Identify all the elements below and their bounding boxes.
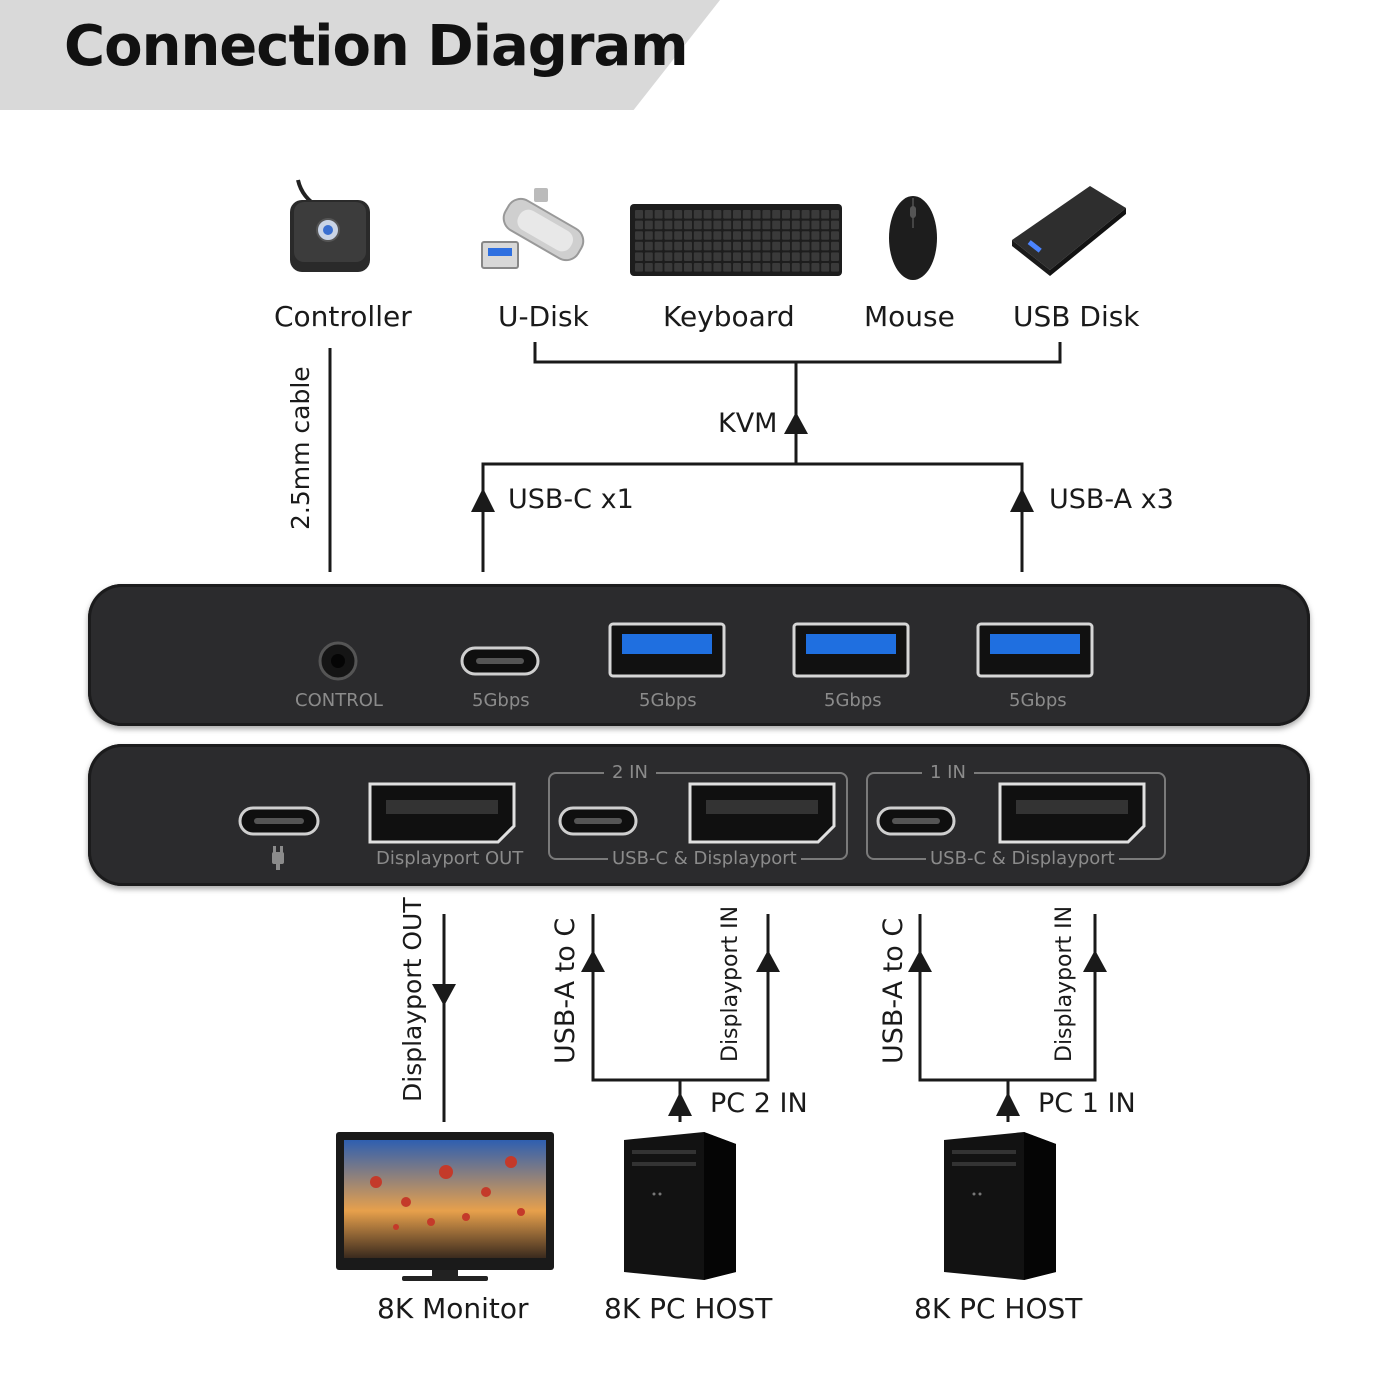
usb-a1-speed-label: 5Gbps	[639, 690, 697, 711]
pc2-usb-arrow-icon	[581, 950, 605, 972]
pc1-group-caption: USB-C & Displayport	[926, 848, 1119, 869]
usb-disk-icon	[1012, 186, 1126, 276]
pc1-group-title: 1 IN	[922, 762, 974, 783]
usb-a-port-icon-3	[976, 622, 1094, 678]
pc2-tower-icon	[624, 1132, 736, 1280]
pc2-usb-cable-label: USB-A to C	[550, 917, 581, 1064]
pc1-tower-icon	[944, 1132, 1056, 1280]
mouse-label: Mouse	[864, 300, 955, 333]
pc1-in-label: PC 1 IN	[1038, 1088, 1136, 1119]
control-port-label: CONTROL	[295, 690, 383, 711]
usb-disk-label: USB Disk	[1013, 300, 1140, 333]
pc1-arrow-icon	[996, 1092, 1020, 1116]
dp-out-port-label: Displayport OUT	[376, 848, 524, 869]
pc2-dp-cable-label: Displayport IN	[718, 905, 743, 1062]
u-disk-label: U-Disk	[498, 300, 589, 333]
pc2-group-caption: USB-C & Displayport	[608, 848, 801, 869]
usb-a2-speed-label: 5Gbps	[824, 690, 882, 711]
header-banner	[0, 0, 720, 110]
pc2-group-title: 2 IN	[604, 762, 656, 783]
power-plug-icon	[272, 846, 284, 870]
pc1-port-group	[866, 772, 1166, 860]
pc2-in-label: PC 2 IN	[710, 1088, 808, 1119]
mouse-icon	[889, 196, 937, 280]
pc2-arrow-icon	[668, 1092, 692, 1116]
usb-c-arrow-icon	[471, 488, 495, 512]
pc1-usb-cable-label: USB-A to C	[878, 917, 909, 1064]
usb-a-port-icon-2	[792, 622, 910, 678]
usb-a-arrow-icon	[1010, 488, 1034, 512]
pc1-dp-arrow-icon	[1083, 950, 1107, 972]
pc2-dp-arrow-icon	[756, 950, 780, 972]
controller-label: Controller	[274, 300, 412, 333]
keyboard-label: Keyboard	[663, 300, 795, 333]
kvm-label: KVM	[718, 408, 778, 439]
usb-c-label: USB-C x1	[508, 484, 634, 515]
pc2-port-group	[548, 772, 848, 860]
rear-panel-ports	[238, 782, 1146, 870]
monitor-icon	[336, 1132, 554, 1281]
pc1-dp-cable-label: Displayport IN	[1052, 905, 1077, 1062]
cable-label: 2.5mm cable	[286, 366, 315, 530]
usb-a-label: USB-A x3	[1049, 484, 1174, 515]
dp-out-cable-label: Displayport OUT	[398, 897, 427, 1102]
u-disk-icon	[481, 188, 585, 269]
controller-icon	[290, 179, 370, 272]
usb-c-speed-label: 5Gbps	[472, 690, 530, 711]
monitor-label: 8K Monitor	[377, 1292, 529, 1325]
kvm-arrow-icon	[784, 412, 808, 434]
front-panel-ports	[318, 622, 1094, 681]
pc1-usb-arrow-icon	[908, 950, 932, 972]
page-title: Connection Diagram	[64, 14, 689, 79]
usb-a3-speed-label: 5Gbps	[1009, 690, 1067, 711]
pc2-host-label: 8K PC HOST	[604, 1292, 773, 1325]
usb-a-port-icon-1	[608, 622, 726, 678]
peripheral-bracket	[533, 342, 1062, 364]
pc1-host-label: 8K PC HOST	[914, 1292, 1083, 1325]
keyboard-icon	[630, 204, 842, 276]
dp-out-arrow-icon	[432, 984, 456, 1006]
